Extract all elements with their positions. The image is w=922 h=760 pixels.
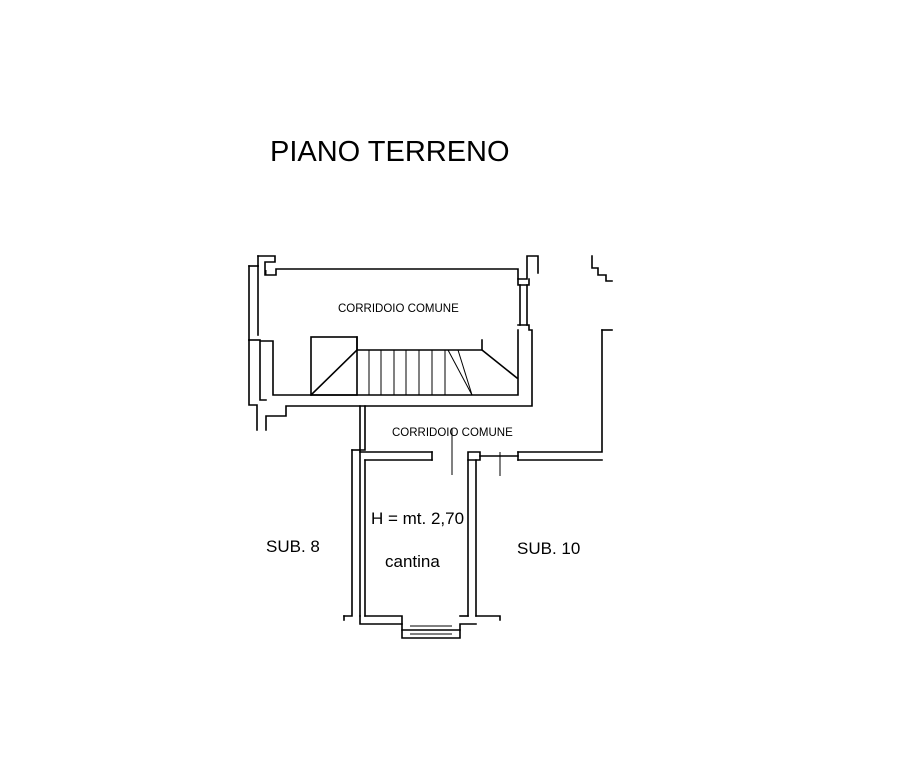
room-label: cantina xyxy=(385,552,440,571)
corridor-label-top: CORRIDOIO COMUNE xyxy=(338,303,459,315)
upper-block-walls xyxy=(248,255,539,431)
plan-title: PIANO TERRENO xyxy=(270,136,510,168)
corridor-label-bottom: CORRIDOIO COMUNE xyxy=(392,427,513,439)
staircase xyxy=(309,336,519,397)
cellar-walls xyxy=(343,405,603,639)
height-label: H = mt. 2,70 xyxy=(371,509,464,528)
sub-10-label: SUB. 10 xyxy=(517,539,580,558)
sub-8-label: SUB. 8 xyxy=(266,537,320,556)
right-building-walls xyxy=(517,255,613,453)
